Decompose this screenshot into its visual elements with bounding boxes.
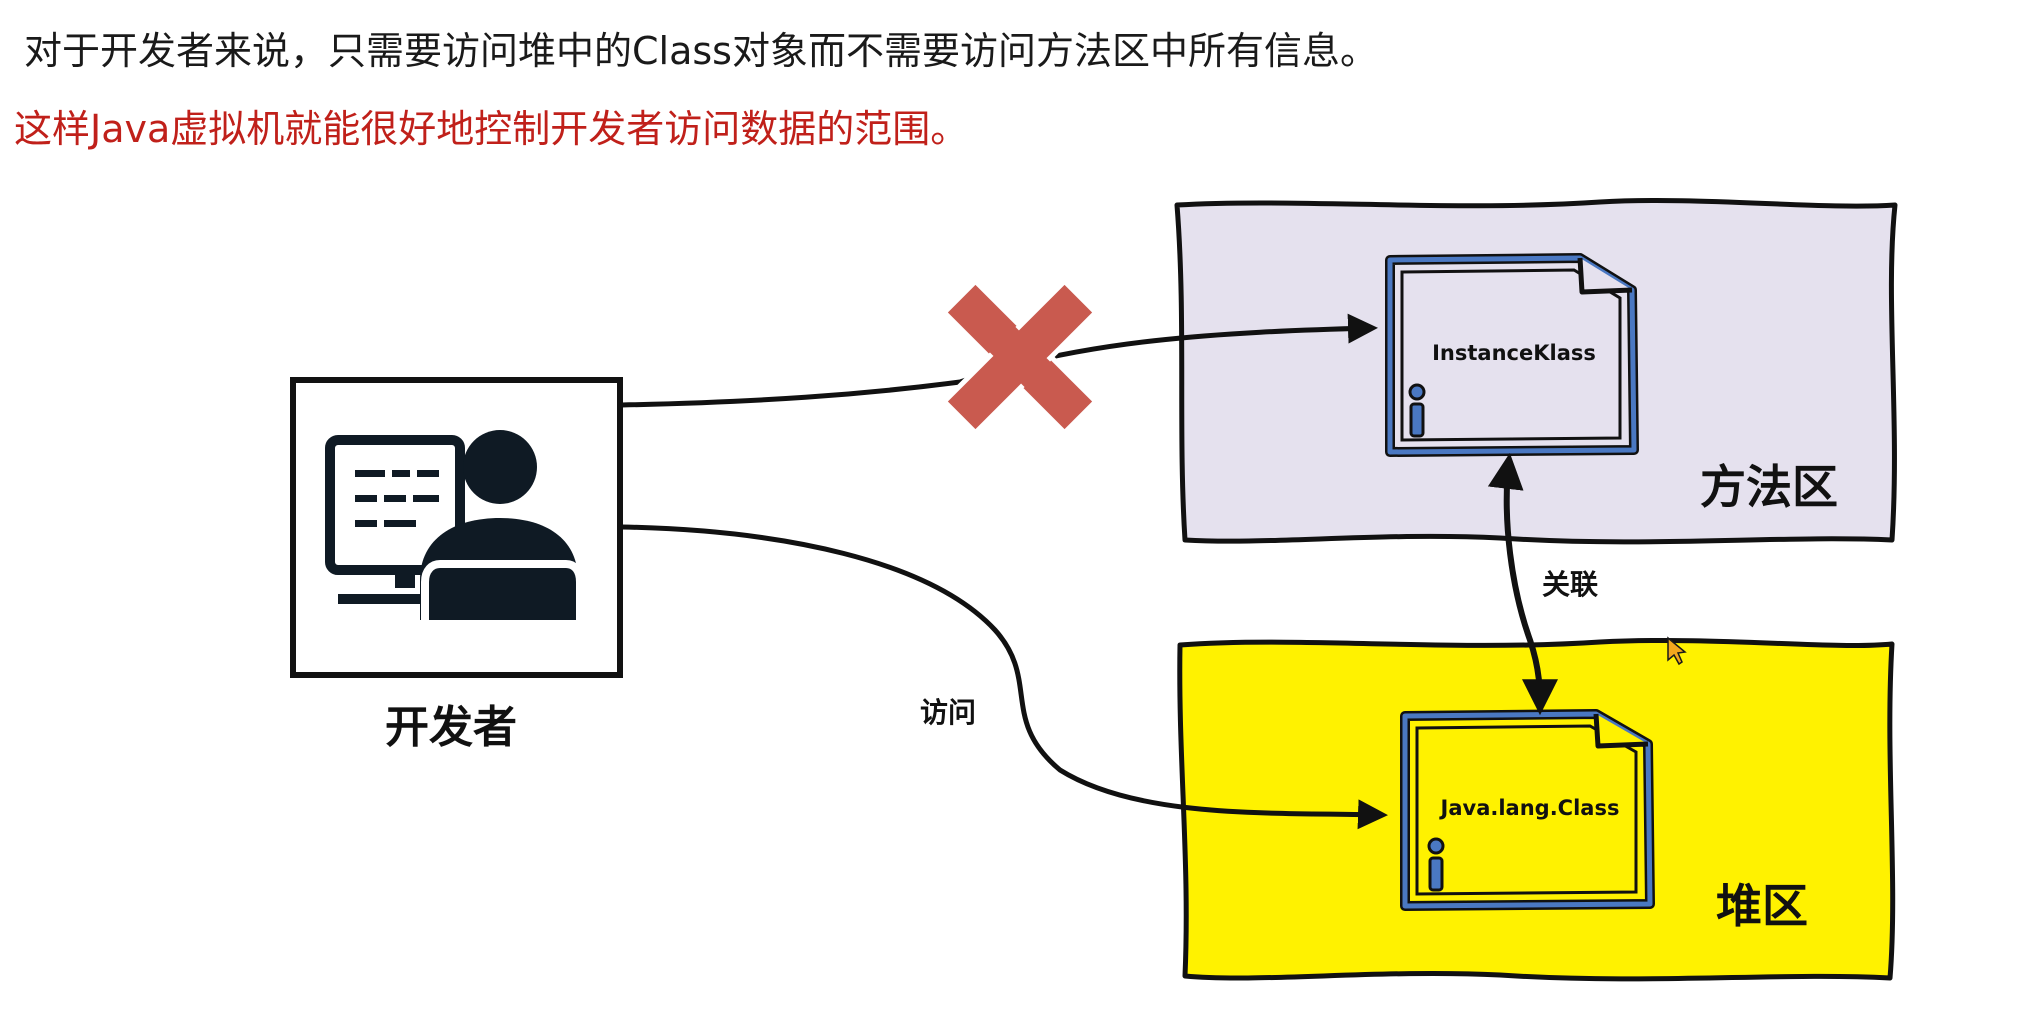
access-label: 访问: [920, 696, 976, 729]
blocked-access-arrow: [621, 313, 1378, 408]
association-label: 关联: [1542, 568, 1598, 601]
highlight-line: 这样Java虚拟机就能很好地控制开发者访问数据的范围。: [14, 107, 969, 151]
instance-klass-document: InstanceKlass: [1385, 253, 1639, 457]
association-arrow: [1487, 452, 1558, 716]
developer-box: 开发者: [290, 377, 623, 753]
description-line: 对于开发者来说，只需要访问堆中的Class对象而不需要访问方法区中所有信息。: [24, 29, 1378, 73]
access-arrow: [621, 524, 1388, 830]
cross-icon: [940, 277, 1100, 437]
instance-klass-label: InstanceKlass: [1432, 341, 1596, 365]
document-icon: [1385, 253, 1639, 457]
heap-label: 堆区: [1716, 879, 1808, 933]
developer-icon: [325, 430, 584, 620]
class-object-document: Java.lang.Class: [1400, 709, 1655, 911]
method-area-label: 方法区: [1700, 460, 1838, 514]
document-icon: [1400, 709, 1655, 911]
cursor-icon: [1667, 636, 1687, 666]
class-object-label: Java.lang.Class: [1439, 796, 1620, 820]
developer-label: 开发者: [385, 702, 517, 753]
